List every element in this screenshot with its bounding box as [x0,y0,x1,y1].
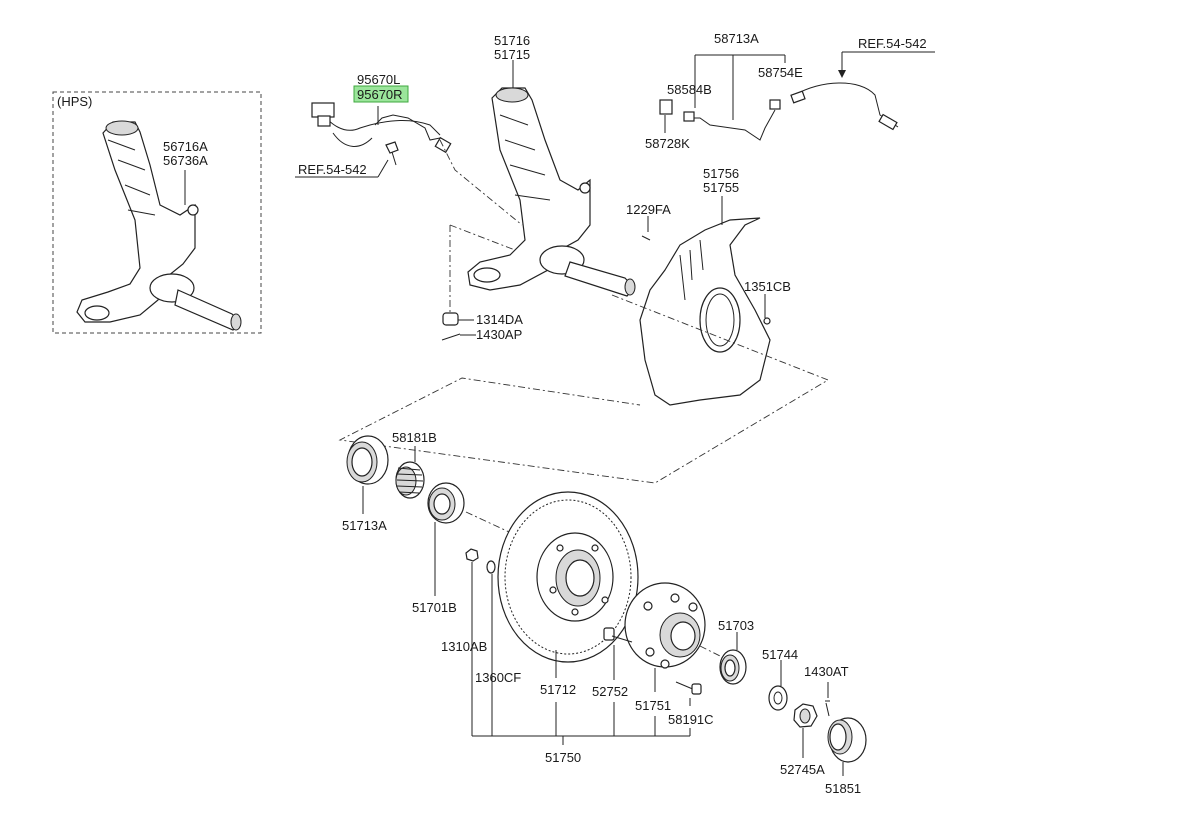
fitting-58584B [683,111,695,122]
dash-shield-to-hub [338,294,830,484]
hps-label: (HPS) [57,94,92,109]
bolt-52752 [603,627,633,643]
nut-1310AB [465,548,479,562]
label-51750: 51750 [545,750,581,765]
hps-group: (HPS) 56716A 56736A [52,91,262,334]
label-1351CB: 1351CB [744,279,791,294]
label-52752: 52752 [592,684,628,699]
label-1314DA: 1314DA [476,312,523,327]
wheel-hub-51751 [624,582,706,669]
label-51713A: 51713A [342,518,387,533]
label-51716: 51716 [494,33,530,48]
label-51756: 51756 [703,166,739,181]
label-51755: 51755 [703,180,739,195]
clip-58728K [659,99,673,115]
hps-box [52,91,262,334]
label-95670R[interactable]: 95670R [357,87,403,102]
label-58728K: 58728K [645,136,690,151]
label-95670L: 95670L [357,72,400,87]
hub-cap-51851 [827,717,867,763]
label-1310AB: 1310AB [441,639,487,654]
label-58754E: 58754E [758,65,803,80]
label-58713A: 58713A [714,31,759,46]
label-ref-right[interactable]: REF.54-542 [858,36,927,51]
label-51715: 51715 [494,47,530,62]
dust-shield-group: 51756 51755 1229FA 1351CB [338,166,830,484]
label-56716A: 56716A [163,139,208,154]
label-51712: 51712 [540,682,576,697]
label-51703: 51703 [718,618,754,633]
label-1430AP: 1430AP [476,327,522,342]
label-58181B: 58181B [392,430,437,445]
hub-assembly-group: 51713A 58181B 51701B [342,430,867,796]
seal-51703 [719,649,747,685]
label-58584B: 58584B [667,82,712,97]
wheel-speed-sensor-group: 95670L 95670R REF.54-542 [295,72,452,178]
bolt-58191C [675,681,702,695]
knuckle-fasteners-group: 1314DA 1430AP [441,224,523,342]
label-1360CF: 1360CF [475,670,521,685]
label-51744: 51744 [762,647,798,662]
oil-seal-51713A [346,435,389,485]
dash-sensor-to-knuckle [439,139,523,226]
brake-disc-51712 [497,491,639,663]
cotter-pin-1430AT [825,700,830,717]
hps-knuckle-drawing [76,120,242,331]
label-51701B: 51701B [412,600,457,615]
bracket-51750 [472,702,691,745]
sensor-bolt [385,141,399,154]
highlight-95670R [353,85,409,103]
label-58191C: 58191C [668,712,714,727]
sensor-connector-left [311,102,335,118]
fitting-58754E [769,99,781,110]
washer-51744 [768,685,788,711]
label-ref-left[interactable]: REF.54-542 [298,162,367,177]
nut-1314DA [442,312,459,326]
label-1229FA: 1229FA [626,202,671,217]
nut-52745A [793,703,818,728]
bearing-51701B [427,482,465,524]
label-51851: 51851 [825,781,861,796]
knuckle-drawing [467,87,636,297]
brake-hose-group: 58713A REF.54-542 58584B 58754E 58728K [645,31,935,151]
label-51751: 51751 [635,698,671,713]
label-52745A: 52745A [780,762,825,777]
clip-1360CF [486,560,496,574]
label-56736A: 56736A [163,153,208,168]
label-1430AT: 1430AT [804,664,849,679]
bearing-58181B [395,461,425,499]
knuckle-group: 51716 51715 [439,33,636,297]
